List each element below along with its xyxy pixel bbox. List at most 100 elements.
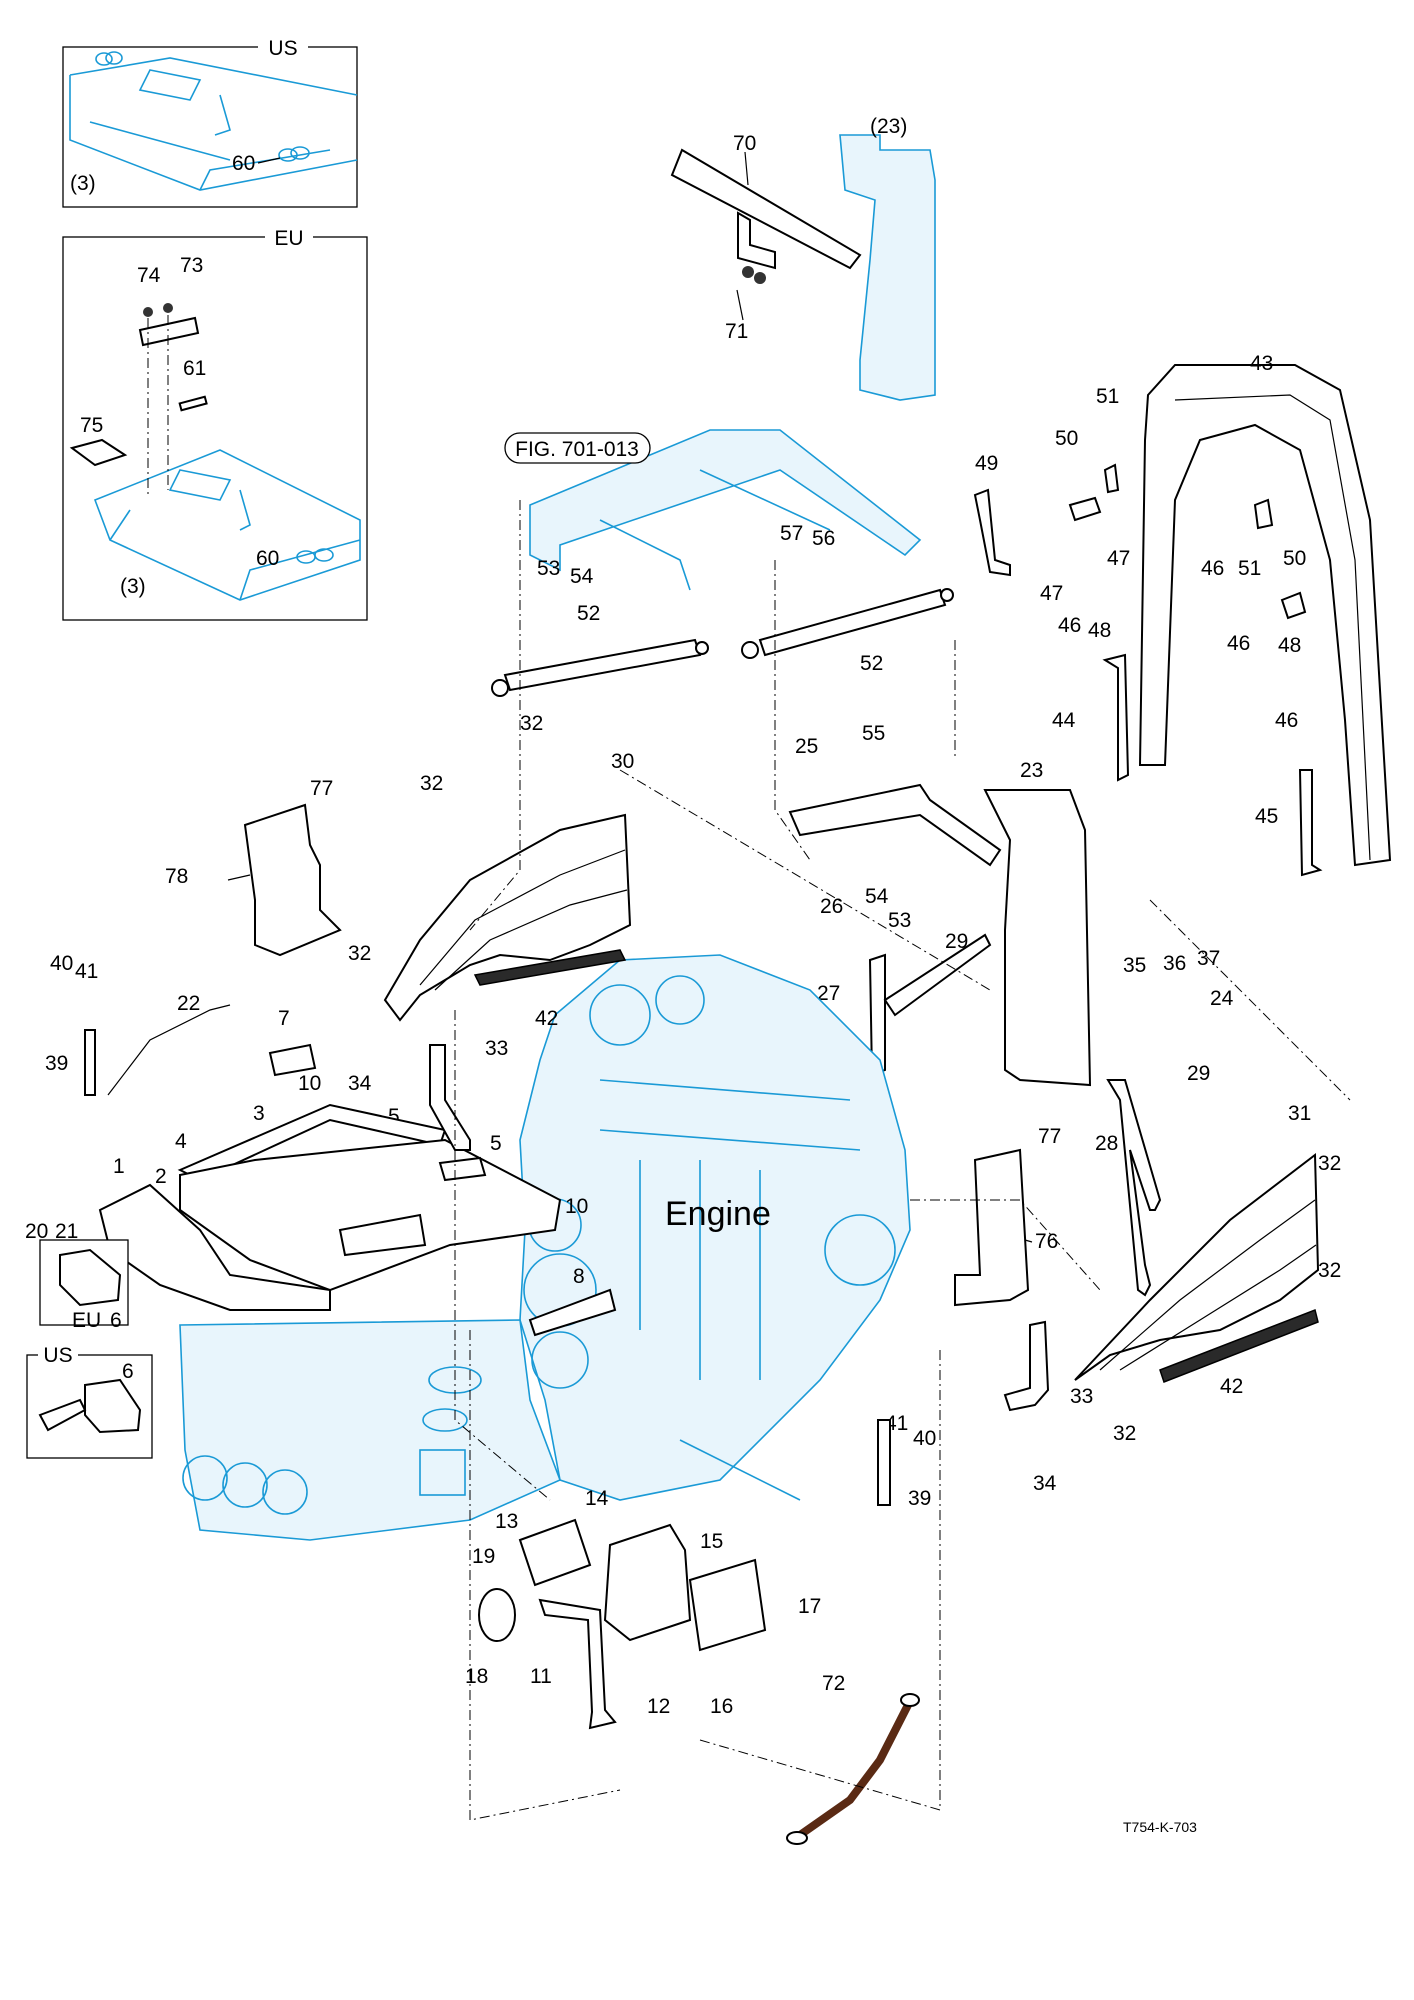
bracket-49 <box>973 488 1011 577</box>
engine-assembly: Engine <box>179 954 911 1541</box>
callout-14: 14 <box>585 1487 609 1510</box>
inset-eu-callout-75: 75 <box>80 414 103 437</box>
callout-52a: 52 <box>577 602 600 625</box>
controller-15 <box>603 1523 692 1642</box>
module-19 <box>688 1558 767 1652</box>
callout-76: 76 <box>1035 1230 1058 1253</box>
chassis-frame <box>179 1319 562 1541</box>
inset-us-top-frame-drawing <box>69 51 358 191</box>
callout-2a: 2 <box>155 1165 167 1188</box>
callout-32a: 32 <box>520 712 543 735</box>
inset-us-top-title: US <box>268 37 297 60</box>
callout-29a: 29 <box>945 930 968 953</box>
callout-41a: 41 <box>75 960 98 983</box>
callout-19: 17 <box>798 1595 821 1618</box>
callout-49: 49 <box>975 452 998 475</box>
strut-52-left <box>491 638 709 697</box>
callout-34a: 34 <box>348 1072 372 1095</box>
callout-50b: 50 <box>1283 547 1306 570</box>
inset-us-top-callout-3: (3) <box>70 172 96 195</box>
inset-us-top: US (3) 60 <box>62 37 358 208</box>
cover-1 <box>98 1183 331 1311</box>
callout-70: 70 <box>733 132 756 155</box>
callout-44: 44 <box>1052 709 1076 732</box>
inset-eu-callout-74: 74 <box>137 264 161 287</box>
post-23 <box>983 789 1092 1087</box>
callout-3: 3 <box>253 1102 265 1125</box>
pad-7b <box>438 1156 487 1182</box>
strip-42a <box>473 949 627 986</box>
group-upper-frame: FIG. 701-013 53 54 57 56 52 52 <box>491 429 954 697</box>
callout-45: 45 <box>1255 805 1278 828</box>
bolt-74 <box>143 307 153 317</box>
callout-22: 22 <box>177 992 200 1015</box>
bracket-76 <box>954 1148 1030 1307</box>
callout-30: 30 <box>611 750 634 773</box>
drawing-code: T754-K-703 <box>1123 1819 1197 1835</box>
inset-eu-callout-61: 61 <box>183 357 206 380</box>
callout-33b: 33 <box>1070 1385 1093 1408</box>
callout-15: 15 <box>700 1530 723 1553</box>
callout-6b: 6 <box>122 1360 134 1383</box>
strip-8 <box>528 1288 617 1337</box>
bracket-44 <box>1102 653 1130 782</box>
strip-42b <box>1159 1308 1319 1383</box>
callout-5a: 5 <box>388 1105 400 1128</box>
callout-56: 56 <box>812 527 835 550</box>
callout-39b: 39 <box>908 1487 931 1510</box>
callout-32d: 32 <box>1318 1152 1341 1175</box>
callout-8: 8 <box>573 1265 585 1288</box>
callout-52b: 52 <box>860 652 883 675</box>
group-right-lower: 28 31 77 76 32 32 42 33 32 41 40 39 34 <box>877 1079 1341 1510</box>
callout-53a: 53 <box>537 557 560 580</box>
bracket-50a <box>1068 496 1102 522</box>
bracket-27 <box>868 953 886 1077</box>
inset-eu-frame-drawing <box>93 449 361 601</box>
bracket-13 <box>518 1518 592 1587</box>
callout-55: 55 <box>862 722 885 745</box>
callout-47b: 47 <box>1040 582 1063 605</box>
callout-28: 28 <box>1095 1132 1118 1155</box>
callout-51b: 51 <box>1238 557 1261 580</box>
callout-32b: 32 <box>420 772 443 795</box>
callout-20: 20 <box>25 1220 48 1243</box>
callout-21: 21 <box>55 1220 78 1243</box>
callout-46c: 46 <box>1227 632 1250 655</box>
upper-frame-ghost <box>529 429 922 572</box>
callout-53b: 53 <box>888 909 911 932</box>
bracket-78 <box>243 803 342 957</box>
callout-34b: 34 <box>1033 1472 1057 1495</box>
bracket-11 <box>538 1598 617 1730</box>
callout-72: 72 <box>822 1672 845 1695</box>
callout-5b: 5 <box>490 1132 502 1155</box>
callout-46d: 46 <box>1275 709 1298 732</box>
callout-16: 16 <box>710 1695 733 1718</box>
callout-27: 27 <box>817 982 840 1005</box>
callout-31: 31 <box>1288 1102 1311 1125</box>
group-bottom: 14 13 15 17 19 18 11 12 16 72 <box>465 1487 920 1845</box>
callout-50a: 50 <box>1055 427 1078 450</box>
inset-eu-title-bg <box>265 228 313 248</box>
inset-eu-callout-73: 73 <box>180 254 203 277</box>
callout-54b: 54 <box>865 885 889 908</box>
callout-40b: 40 <box>913 1427 936 1450</box>
inset-us-top-title-bg <box>258 38 308 58</box>
callout-29b: 29 <box>1187 1062 1210 1085</box>
fender-31 <box>1074 1153 1320 1381</box>
part-70 <box>670 148 862 270</box>
callout-25: 25 <box>795 735 818 758</box>
engine-label: Engine <box>665 1195 771 1233</box>
ground-cable-72 <box>796 1701 912 1839</box>
callout-23p: (23) <box>870 115 907 138</box>
callout-42a: 42 <box>535 1007 558 1030</box>
assembly-lines <box>454 500 1351 1821</box>
bracket-25 <box>788 783 1002 867</box>
callout-40a: 40 <box>50 952 73 975</box>
callout-32f: 32 <box>1113 1422 1136 1445</box>
inset-eu-small: 20 21 EU 6 <box>25 1220 129 1332</box>
group-70-23: 70 (23) 71 <box>670 115 936 401</box>
fig-ref-label: FIG. 701-013 <box>515 438 639 461</box>
callout-4a: 4 <box>175 1130 187 1153</box>
callout-7a: 7 <box>278 1007 290 1030</box>
